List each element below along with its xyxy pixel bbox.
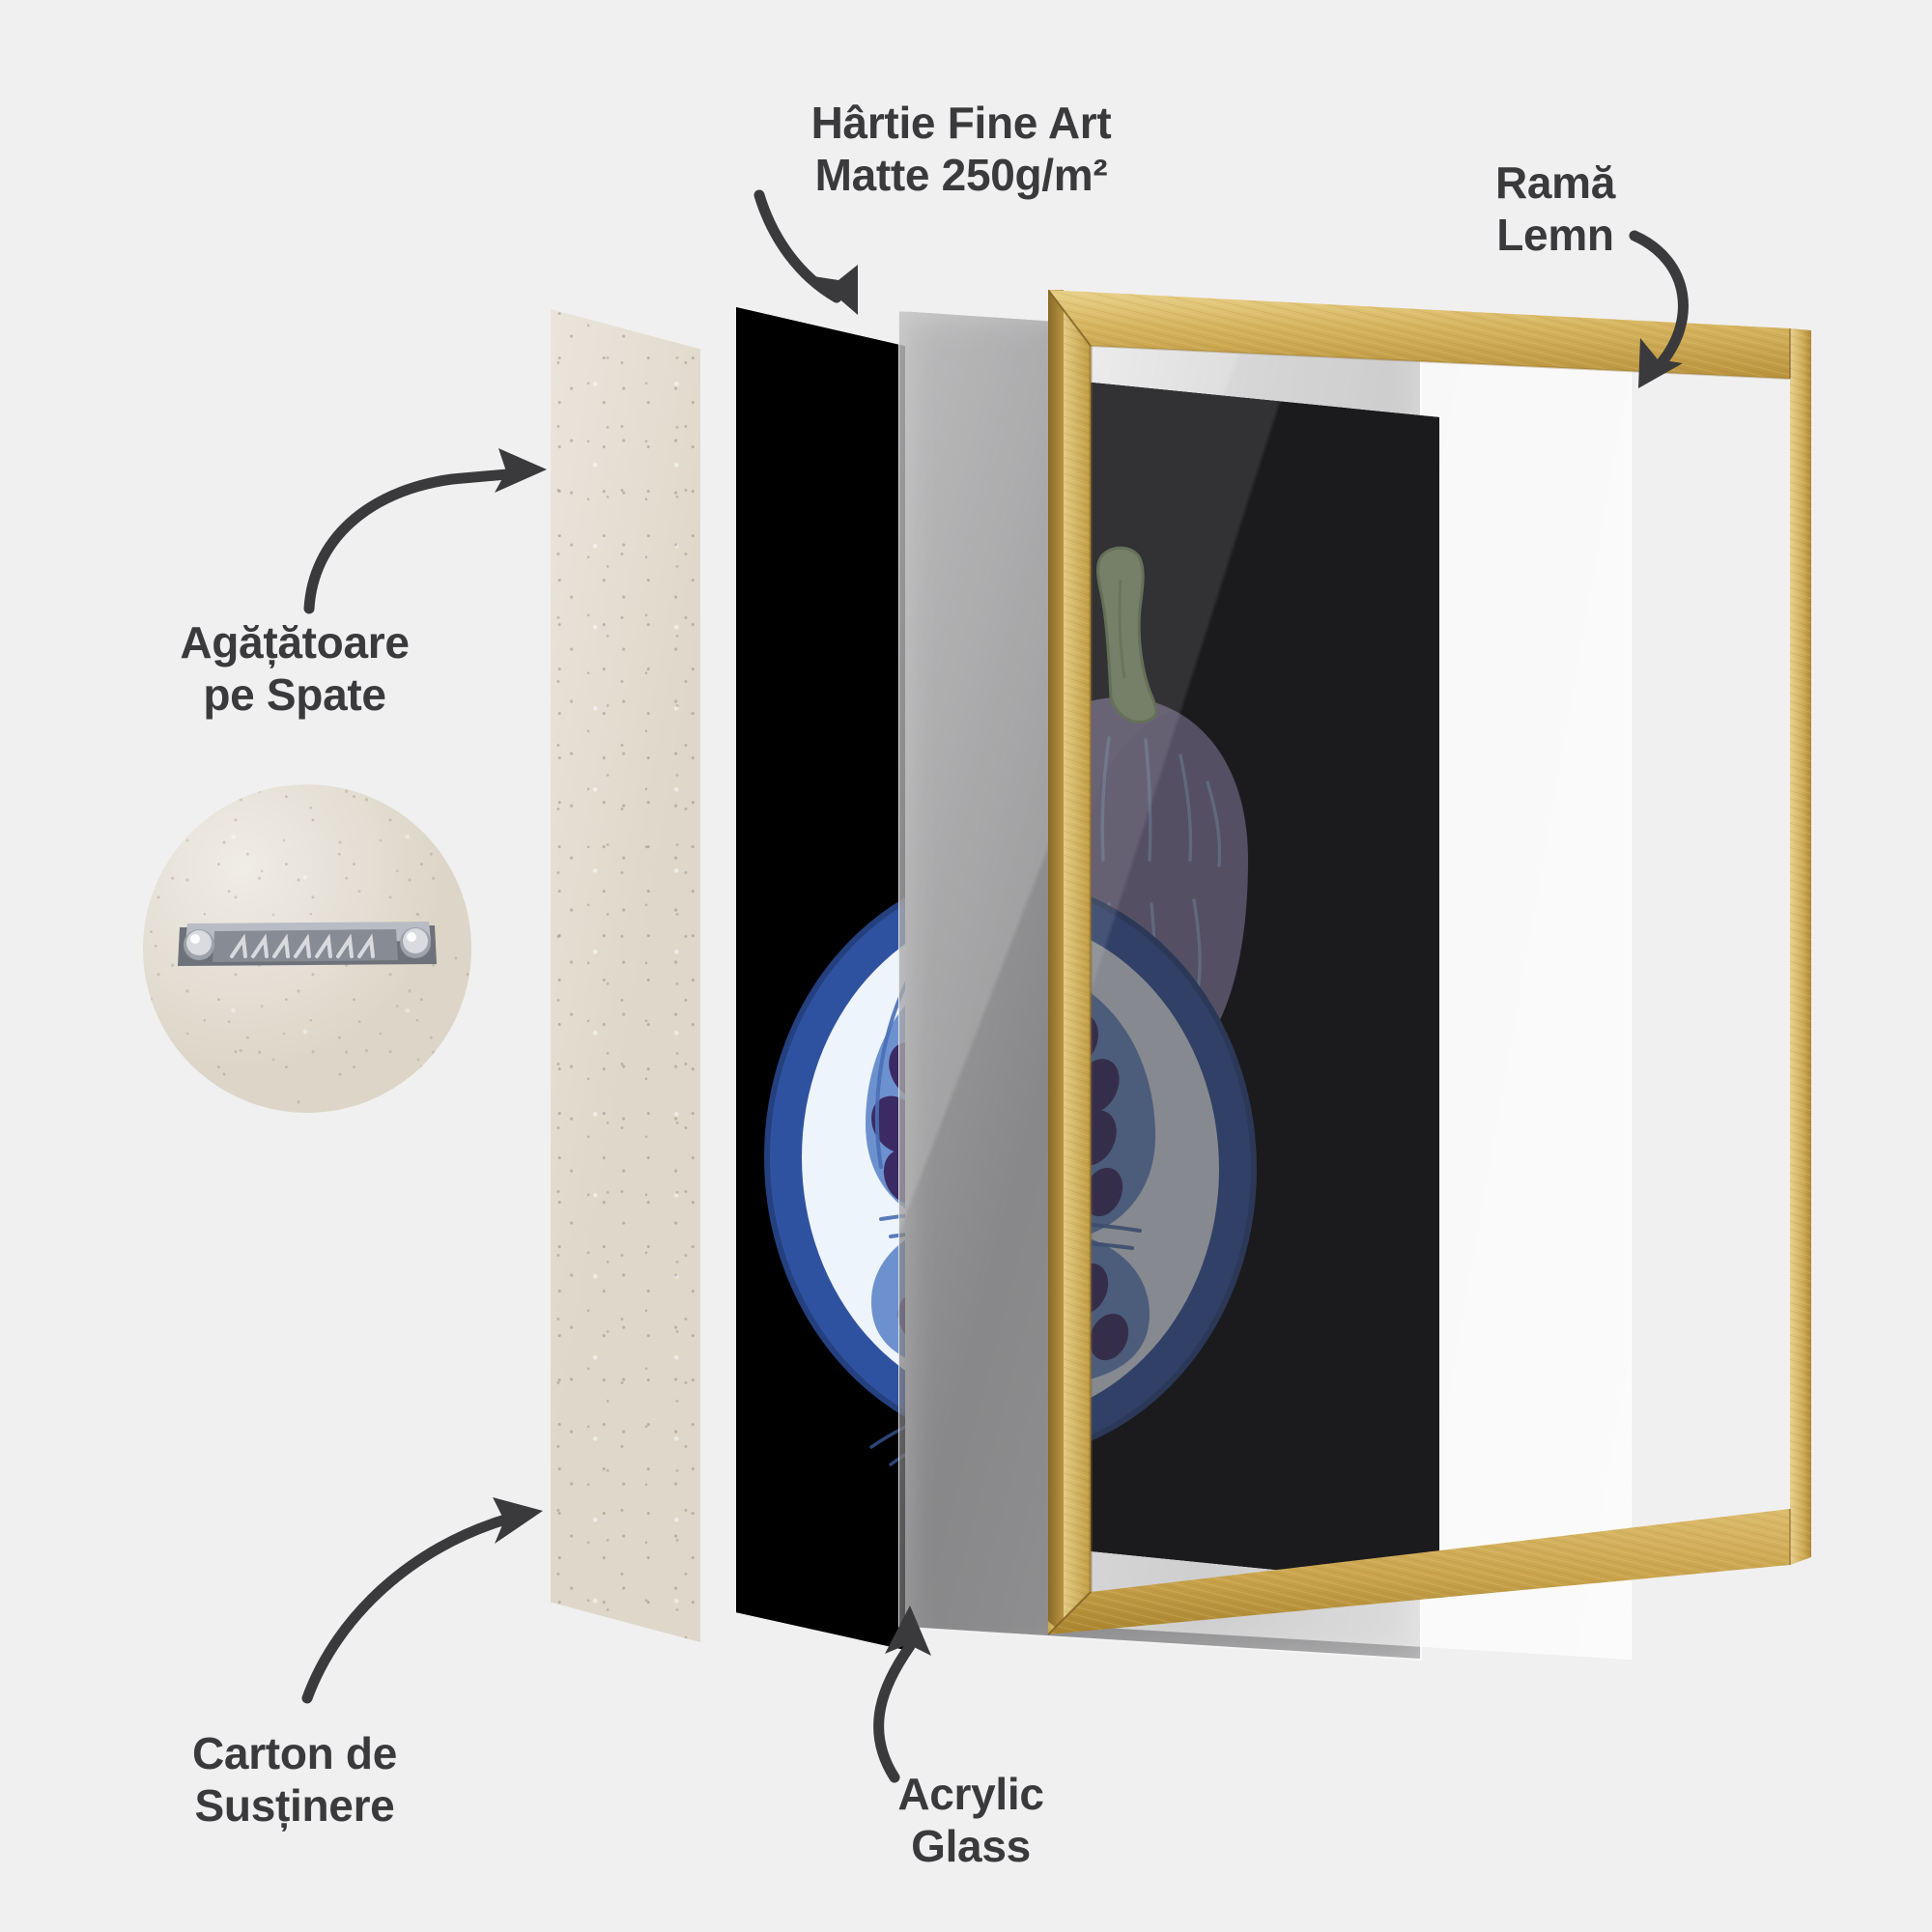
arrow-to-frame-icon [1629,230,1689,388]
artwork-fig-print [736,307,905,1650]
arrow-to-board-top-icon [303,448,547,614]
layer-backing-board[interactable] [551,309,700,1642]
label-backing-board: Carton de Susținere [192,1728,397,1832]
arrow-to-acrylic-icon [873,1605,931,1783]
framed-art-gloss [1053,379,1439,1586]
layer-fine-art-paper[interactable] [736,307,905,1650]
framed-art-tint [1053,379,1439,1586]
label-fine-art-paper: Hârtie Fine Art Matte 250g/m² [810,98,1112,201]
hanger-detail-circle [143,784,471,1113]
sawtooth-hanger-icon [178,922,437,966]
label-wooden-frame: Ramă Lemn [1494,157,1616,261]
arrow-to-board-bottom-icon [301,1497,543,1704]
wooden-frame-svg [1046,282,1811,1636]
layer-wooden-frame[interactable] [1046,282,1811,1662]
label-hanger: Agățătoare pe Spate [180,617,410,721]
arrow-to-paper-icon [753,189,858,315]
framed-artwork-panel [1053,379,1439,1586]
cardboard-texture [551,309,700,1642]
label-acrylic-glass: Acrylic Glass [897,1769,1044,1872]
